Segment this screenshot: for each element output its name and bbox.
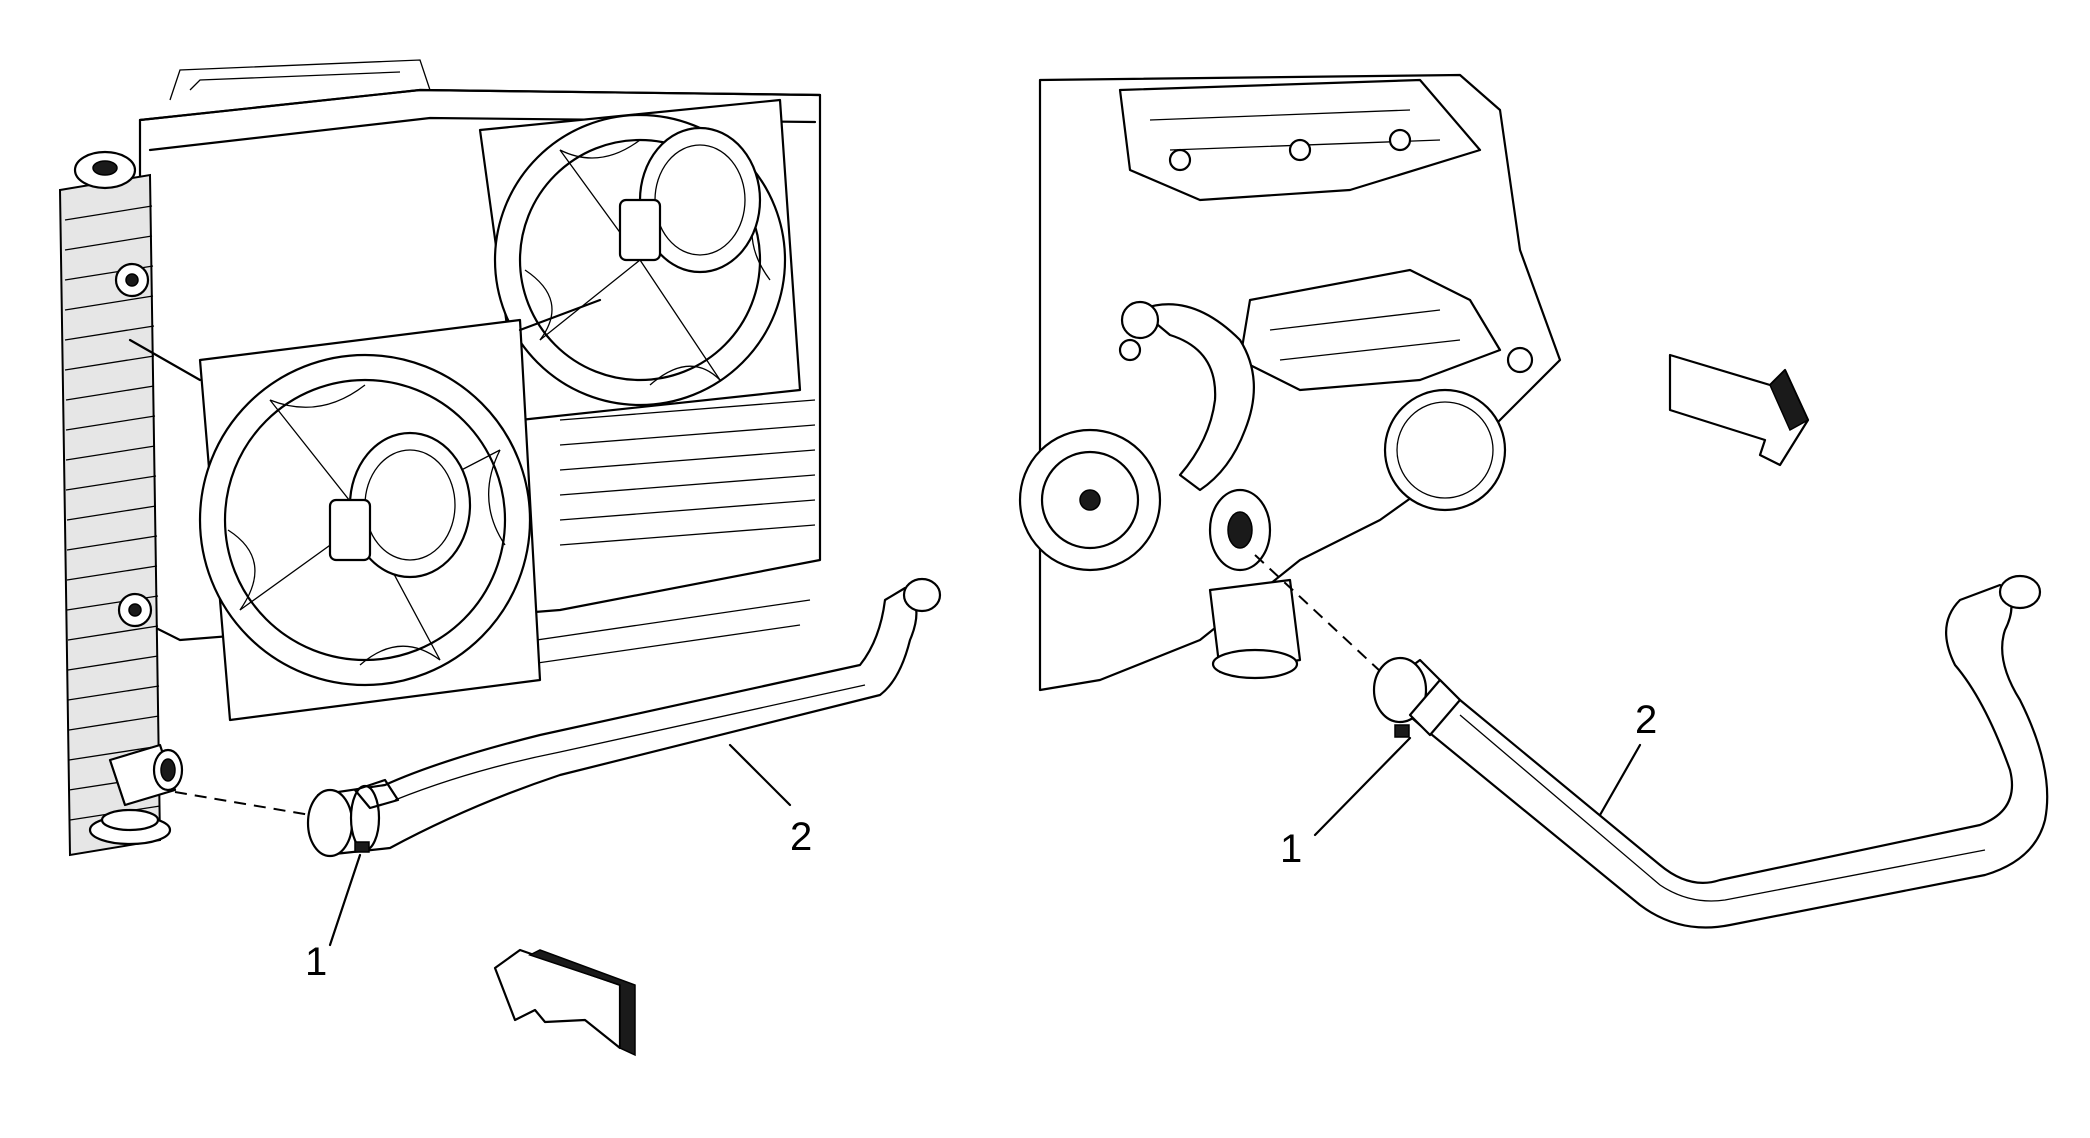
callout-1-left: 1 xyxy=(305,853,362,984)
coolant-hose-right xyxy=(1378,574,2049,929)
hose-clamp-left xyxy=(306,778,400,858)
view-direction-arrow-left xyxy=(493,948,636,1057)
callout-2-right: 2 xyxy=(1598,698,1657,817)
left-view: 1 2 xyxy=(58,59,942,1057)
radiator-side-tank xyxy=(58,150,184,857)
dashed-connection-left xyxy=(174,791,311,816)
hose-clamp-right xyxy=(1372,656,1462,738)
coolant-hose-left xyxy=(316,577,942,857)
right-view: 1 2 xyxy=(1018,73,2049,929)
engine-inlet-neck xyxy=(1208,488,1272,572)
callout-label-2-left: 2 xyxy=(790,815,812,859)
engine-assembly xyxy=(1018,73,1562,692)
cooling-fan-upper xyxy=(478,98,802,422)
callout-label-1-left: 1 xyxy=(305,940,327,984)
dashed-connection-right xyxy=(1254,554,1396,686)
callout-label-1-right: 1 xyxy=(1280,827,1302,871)
callout-label-2-right: 2 xyxy=(1635,698,1657,742)
bypass-hose xyxy=(1120,300,1255,492)
view-direction-arrow-right xyxy=(1668,353,1810,467)
callout-2-left: 2 xyxy=(728,743,812,859)
callout-1-right: 1 xyxy=(1280,736,1412,871)
cooling-fan-lower xyxy=(128,298,602,722)
